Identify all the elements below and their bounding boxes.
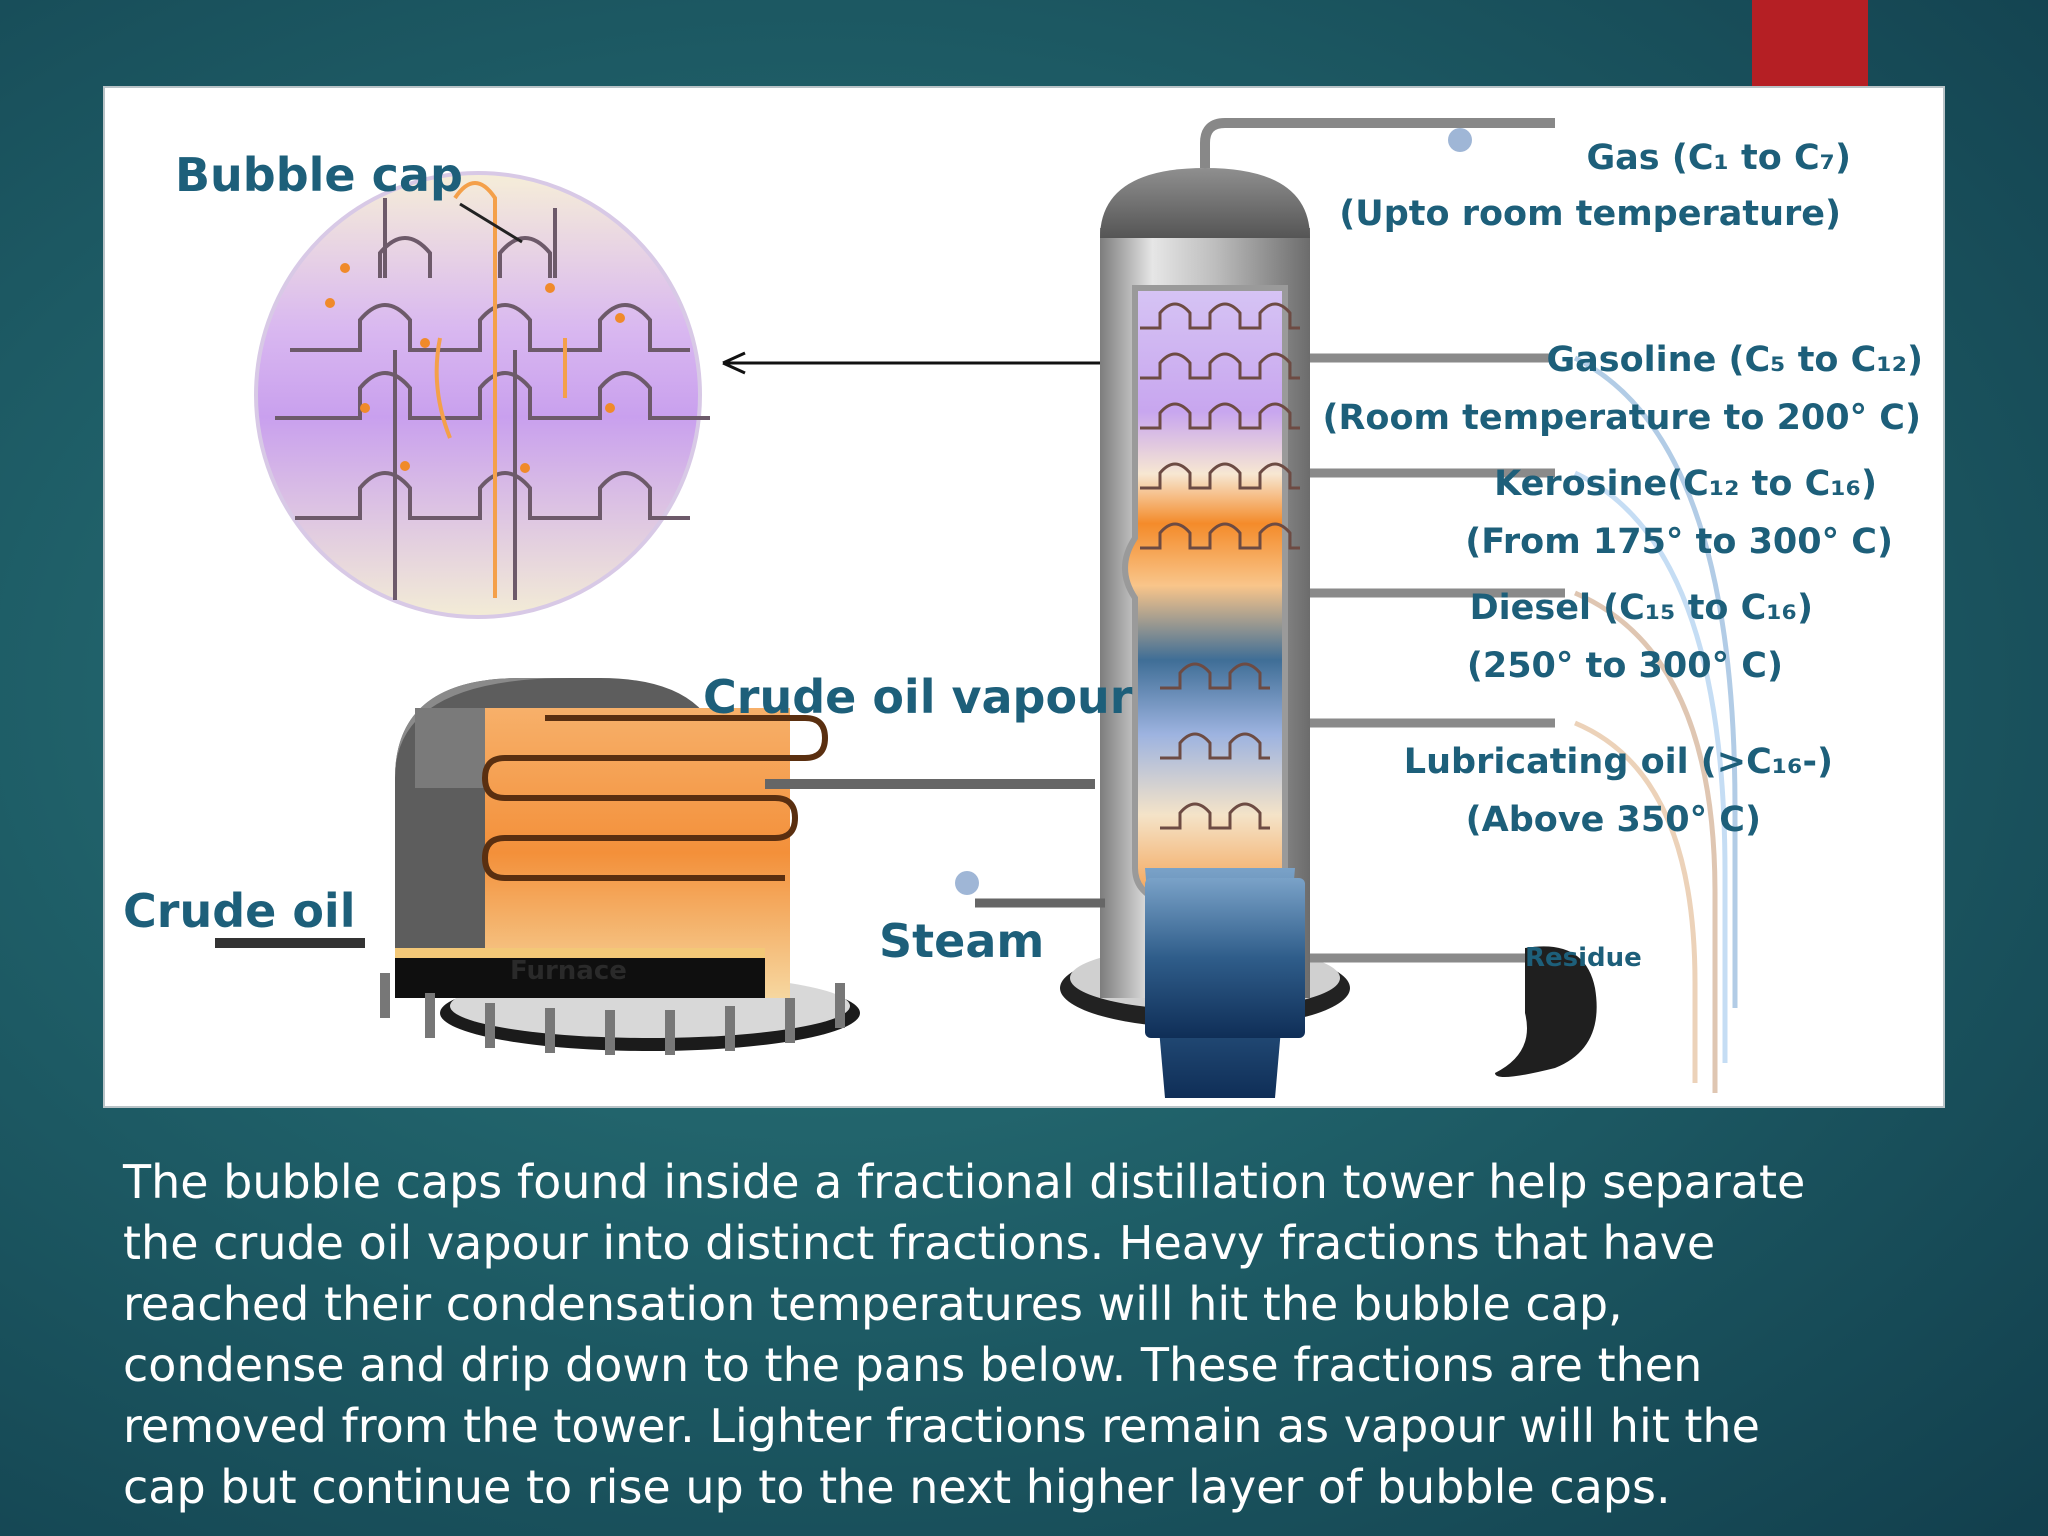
caption-line: condense and drip down to the pans below…	[123, 1338, 1703, 1392]
diagram-artwork	[215, 118, 1738, 1098]
caption-line: cap but continue to rise up to the next …	[123, 1460, 1671, 1514]
fraction-lubricating-oil-range: (Above 350° C)	[1465, 800, 1761, 840]
residue-label: Residue	[1525, 943, 1642, 973]
fraction-gas-name: Gas (C₁ to C₇)	[1586, 138, 1851, 178]
fraction-diesel-range: (250° to 300° C)	[1466, 646, 1783, 686]
bubble-cap-detail	[254, 171, 710, 619]
crude-oil-vapour-label: Crude oil vapour	[703, 670, 1133, 724]
fraction-gasoline-name: Gasoline (C₅ to C₁₂)	[1546, 340, 1923, 380]
fraction-gas-range: (Upto room temperature)	[1339, 194, 1841, 234]
accent-bar	[1752, 0, 1868, 86]
tower-drawing	[955, 118, 1738, 1098]
fraction-diesel-name: Diesel (C₁₅ to C₁₆)	[1469, 588, 1813, 628]
furnace-label: Furnace	[510, 956, 627, 986]
caption-line: reached their condensation temperatures …	[123, 1277, 1623, 1331]
fraction-gasoline-range: (Room temperature to 200° C)	[1322, 398, 1921, 438]
bubble-cap-label: Bubble cap	[175, 148, 463, 202]
caption-line: removed from the tower. Lighter fraction…	[123, 1399, 1760, 1453]
fraction-lubricating-oil-name: Lubricating oil (>C₁₆-)	[1403, 742, 1833, 782]
distillation-diagram: Bubble cap Crude oil vapour Crude oil Fu…	[103, 86, 1945, 1108]
furnace-drawing	[215, 678, 1095, 1055]
caption-line: The bubble caps found inside a fractiona…	[123, 1155, 1806, 1209]
caption-line: the crude oil vapour into distinct fract…	[123, 1216, 1716, 1270]
crude-oil-label: Crude oil	[123, 884, 356, 938]
fraction-kerosine-name: Kerosine(C₁₂ to C₁₆)	[1494, 464, 1877, 504]
steam-label: Steam	[879, 914, 1045, 968]
caption-text: The bubble caps found inside a fractiona…	[123, 1152, 1933, 1518]
fraction-kerosine-range: (From 175° to 300° C)	[1465, 522, 1893, 562]
detail-arrow	[722, 351, 1145, 375]
